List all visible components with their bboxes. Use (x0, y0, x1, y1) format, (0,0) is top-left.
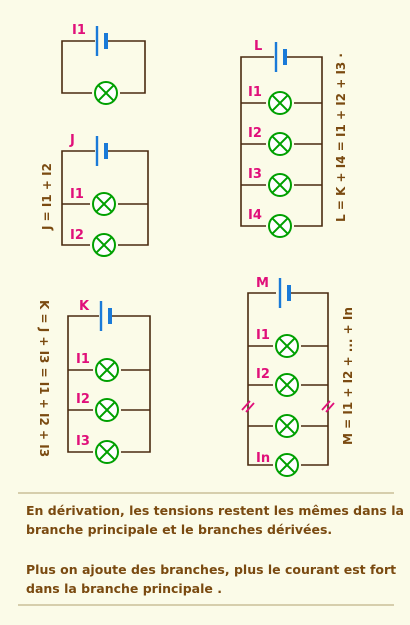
lamp-icon (275, 414, 299, 438)
lamp-icon (275, 453, 299, 477)
battery-1-label: I1 (72, 23, 86, 38)
branch-label: I3 (248, 167, 262, 182)
lamp-icon (92, 233, 116, 257)
note-line: Plus on ajoute des branches, plus le cou… (26, 562, 396, 577)
lamp-icon (275, 373, 299, 397)
branch-label: I2 (70, 228, 84, 243)
battery-5 (278, 278, 291, 308)
note-line: dans la branche principale . (26, 581, 222, 596)
note-line: branche principale et le branches dérivé… (26, 522, 332, 537)
battery-5-label: M (256, 276, 269, 291)
circuit-2: J I1 I2 J = I1 + I2 (40, 133, 149, 257)
branch-label: I1 (256, 328, 270, 343)
battery-2 (95, 136, 108, 166)
battery-4-label: K (79, 299, 90, 314)
lamp-icon (92, 192, 116, 216)
branch-label: In (256, 451, 270, 466)
circuit-3: L I1 I2 I3 I4 L = K + I4 = I1 + I2 + I3 … (240, 39, 348, 238)
equation-m: M = I1 + I2 + ... + In (341, 307, 355, 445)
battery-4 (99, 301, 112, 331)
branch-label: I2 (256, 367, 270, 382)
lamp-icon (268, 132, 292, 156)
branch-label: I4 (248, 208, 262, 223)
branch-label: I1 (248, 85, 262, 100)
lamp-icon (275, 334, 299, 358)
branch-label: I2 (76, 392, 90, 407)
equation-j: J = I1 + I2 (40, 163, 54, 231)
equation-k: K = J + I3 = I1 + I2 + I3 (37, 300, 51, 457)
notes-block: En dérivation, les tensions restent les … (18, 492, 404, 606)
battery-2-label: J (69, 133, 75, 148)
branch-label: I3 (76, 434, 90, 449)
branch-label: I1 (76, 352, 90, 367)
lamp-icon (95, 358, 119, 382)
lamp-icon (94, 81, 118, 105)
circuit-5: M I1 I2 In M (241, 276, 355, 477)
branch-label: I2 (248, 126, 262, 141)
lamp-icon (95, 440, 119, 464)
battery-1 (95, 26, 108, 56)
lamp-icon (268, 173, 292, 197)
circuit-4: K I1 I2 I3 K = J + I3 = I1 + I2 + I3 (37, 299, 151, 464)
battery-3 (274, 42, 287, 72)
note-line: En dérivation, les tensions restent les … (26, 503, 404, 518)
equation-l: L = K + I4 = I1 + I2 + I3 · (334, 53, 348, 222)
lamp-icon (268, 91, 292, 115)
wire-break-icon (241, 400, 255, 413)
branch-label: I1 (70, 187, 84, 202)
circuit-1: I1 (61, 23, 146, 105)
lamp-icon (268, 214, 292, 238)
battery-3-label: L (254, 39, 262, 54)
lamp-icon (95, 398, 119, 422)
wire-break-icon (321, 400, 335, 413)
